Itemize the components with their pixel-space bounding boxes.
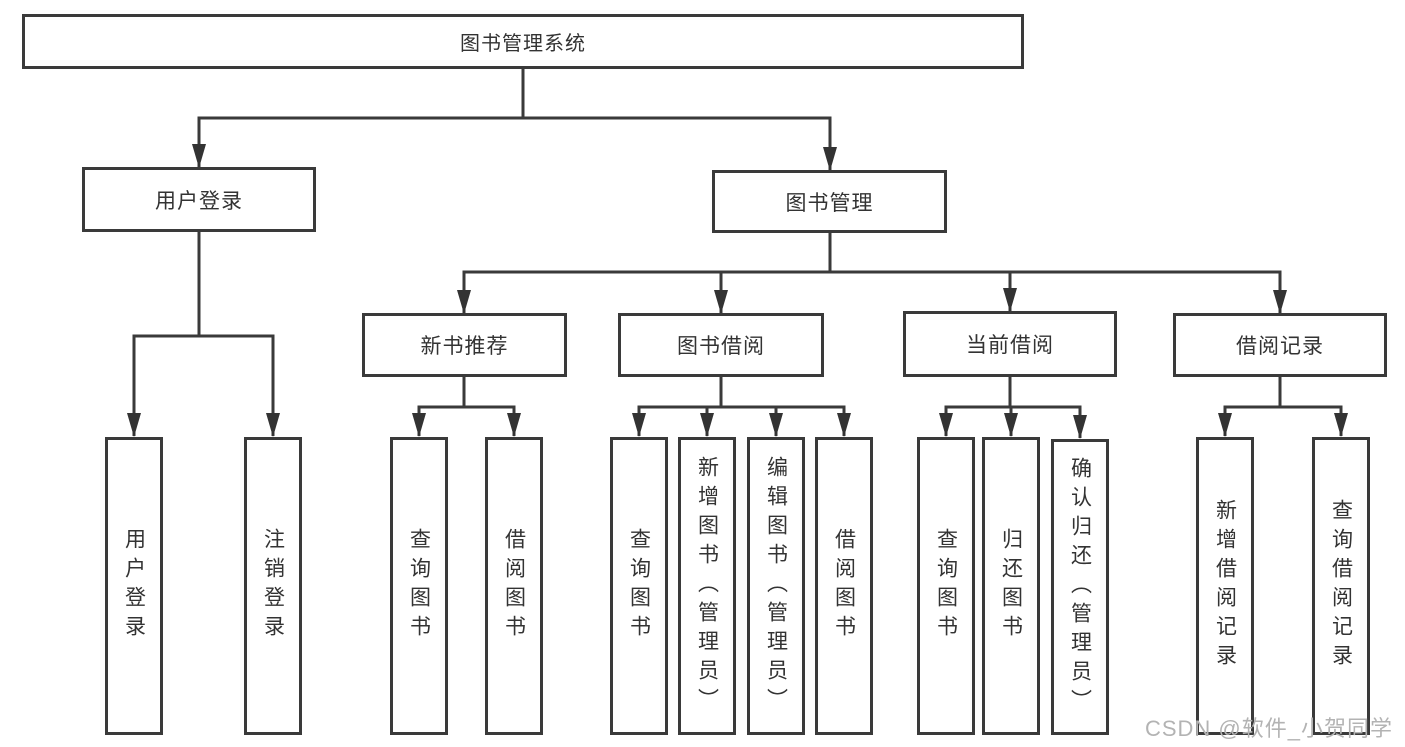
node-label: 当前借阅 [966, 334, 1054, 357]
node-query-books-recommend: 查询图书 [390, 437, 448, 735]
node-user-login: 用户登录 [105, 437, 163, 735]
node-logout: 注销登录 [244, 437, 302, 735]
csdn-watermark: CSDN @软件_小贺同学 [1144, 716, 1393, 741]
node-book-borrowing: 图书借阅 [618, 313, 824, 377]
node-edit-books-admin: 编辑图书（管理员） [747, 437, 805, 735]
node-label: 用户登录 [122, 528, 146, 644]
node-add-books-admin: 新增图书（管理员） [678, 437, 736, 735]
node-query-borrow-record: 查询借阅记录 [1312, 437, 1370, 735]
node-borrow-books: 借阅图书 [815, 437, 873, 735]
node-label: 新书推荐 [420, 335, 509, 358]
node-label: 借阅图书 [502, 528, 526, 644]
node-label: 查询图书 [934, 528, 958, 644]
node-label: 查询图书 [627, 528, 651, 644]
node-label: 图书借阅 [677, 335, 765, 358]
node-book-management: 图书管理 [712, 170, 947, 233]
node-label: 图书管理 [785, 191, 874, 215]
node-label: 新增图书（管理员） [695, 455, 719, 717]
node-borrowing-records: 借阅记录 [1173, 313, 1387, 377]
node-library-management-system: 图书管理系统 [22, 14, 1024, 69]
node-label: 注销登录 [261, 528, 285, 644]
node-new-book-recommendation: 新书推荐 [362, 313, 567, 377]
node-query-books-current: 查询图书 [917, 437, 975, 735]
node-label: 新增借阅记录 [1213, 499, 1237, 673]
node-current-borrowing: 当前借阅 [903, 311, 1117, 377]
node-label: 借阅图书 [832, 528, 856, 644]
node-label: 借阅记录 [1236, 335, 1324, 358]
node-user-login-branch: 用户登录 [82, 167, 316, 232]
node-return-books: 归还图书 [982, 437, 1040, 735]
node-query-books-borrowing: 查询图书 [610, 437, 668, 735]
node-label: 归还图书 [999, 528, 1023, 644]
node-add-borrow-record: 新增借阅记录 [1196, 437, 1254, 735]
node-borrow-books-recommend: 借阅图书 [485, 437, 543, 735]
node-label: 编辑图书（管理员） [764, 455, 788, 717]
node-label: 图书管理系统 [460, 33, 586, 55]
node-label: 查询借阅记录 [1329, 499, 1353, 673]
node-label: 用户登录 [155, 189, 243, 213]
node-label: 查询图书 [407, 528, 431, 644]
node-confirm-return-admin: 确认归还（管理员） [1051, 439, 1109, 735]
node-label: 确认归还（管理员） [1068, 456, 1092, 718]
